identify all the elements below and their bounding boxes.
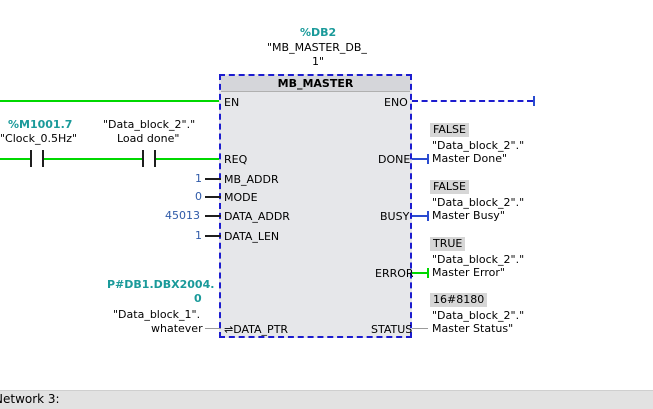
- data-ptr-name-line2[interactable]: whatever: [151, 322, 203, 335]
- busy-wire-end: [427, 211, 429, 221]
- data-len-value[interactable]: 1: [195, 229, 202, 242]
- pin-data-addr: DATA_ADDR: [224, 210, 290, 223]
- data-len-wire: [205, 235, 221, 237]
- data-addr-wire: [205, 215, 221, 217]
- mb-addr-wire: [205, 178, 221, 180]
- pin-busy: BUSY: [380, 210, 410, 223]
- instance-db-name-line2[interactable]: 1": [312, 55, 325, 68]
- error-wire: [412, 272, 428, 274]
- load-done-contact-name-line2[interactable]: Load done": [117, 132, 180, 145]
- pin-en: EN: [224, 96, 240, 109]
- busy-wire: [412, 215, 428, 217]
- network-3-header[interactable]: [0, 390, 653, 409]
- pin-done: DONE: [378, 153, 411, 166]
- req-wire-right: [156, 158, 221, 160]
- block-title: MB_MASTER: [221, 76, 410, 92]
- busy-value[interactable]: FALSE: [430, 180, 469, 194]
- load-done-contact-right-bar[interactable]: [154, 150, 156, 167]
- error-tag-line1[interactable]: "Data_block_2".": [432, 253, 525, 266]
- pin-eno: ENO: [384, 96, 408, 109]
- data-ptr-address-line1[interactable]: P#DB1.DBX2004.: [107, 278, 215, 291]
- network-3-title: Network 3:: [0, 392, 60, 406]
- mode-value[interactable]: 0: [195, 190, 202, 203]
- pin-mode: MODE: [224, 191, 258, 204]
- pin-data-ptr: ⇌DATA_PTR: [224, 323, 289, 336]
- pin-req: REQ: [224, 153, 248, 166]
- status-value[interactable]: 16#8180: [430, 293, 488, 307]
- req-wire-left: [0, 158, 30, 160]
- status-tag-line2[interactable]: Master Status": [432, 322, 514, 335]
- status-tag-line1[interactable]: "Data_block_2".": [432, 309, 525, 322]
- error-wire-end: [427, 268, 429, 278]
- clock-contact-right-bar[interactable]: [42, 150, 44, 167]
- done-wire: [412, 158, 428, 160]
- mb-addr-value[interactable]: 1: [195, 172, 202, 185]
- req-wire-mid: [44, 158, 142, 160]
- clock-contact-left-bar[interactable]: [30, 150, 32, 167]
- clock-contact-name[interactable]: "Clock_0.5Hz": [0, 132, 78, 145]
- status-wire: [412, 328, 428, 329]
- done-tag-line2[interactable]: Master Done": [432, 152, 508, 165]
- done-tag-line1[interactable]: "Data_block_2".": [432, 139, 525, 152]
- error-value[interactable]: TRUE: [430, 237, 466, 251]
- load-done-contact-left-bar[interactable]: [142, 150, 144, 167]
- mb-master-block[interactable]: [219, 74, 412, 338]
- data-ptr-address-line2[interactable]: 0: [194, 292, 202, 305]
- instance-db-name-line1[interactable]: "MB_MASTER_DB_: [267, 41, 367, 54]
- pin-data-len: DATA_LEN: [224, 230, 280, 243]
- data-ptr-wire: [205, 328, 221, 329]
- data-addr-value[interactable]: 45013: [165, 209, 200, 222]
- en-wire: [0, 100, 221, 102]
- clock-contact-address[interactable]: %M1001.7: [8, 118, 73, 131]
- mode-wire: [205, 196, 221, 198]
- instance-db-address[interactable]: %DB2: [300, 26, 337, 39]
- pin-mb-addr: MB_ADDR: [224, 173, 279, 186]
- busy-tag-line2[interactable]: Master Busy": [432, 209, 505, 222]
- pin-status: STATUS: [371, 323, 413, 336]
- eno-wire: [412, 100, 533, 102]
- done-value[interactable]: FALSE: [430, 123, 469, 137]
- error-tag-line2[interactable]: Master Error": [432, 266, 505, 279]
- eno-wire-end: [533, 96, 535, 106]
- pin-error: ERROR: [375, 267, 414, 280]
- data-ptr-name-line1[interactable]: "Data_block_1".: [113, 308, 201, 321]
- load-done-contact-name-line1[interactable]: "Data_block_2".": [103, 118, 196, 131]
- done-wire-end: [427, 154, 429, 164]
- busy-tag-line1[interactable]: "Data_block_2".": [432, 196, 525, 209]
